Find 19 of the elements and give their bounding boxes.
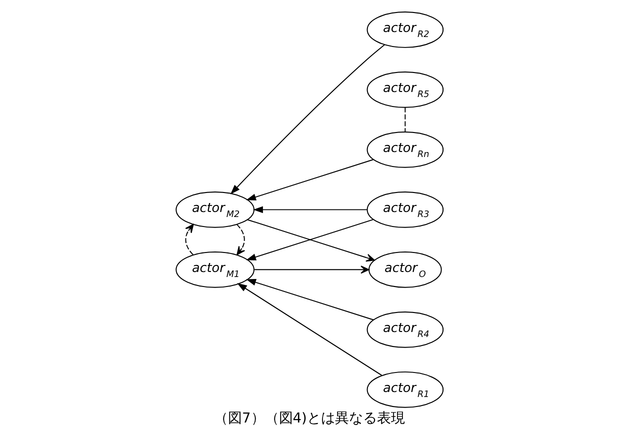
node-ellipse: actor$_{R5}$	[366, 72, 444, 108]
arrow	[230, 44, 385, 194]
caption: （図7）（図4)とは異なる表現	[214, 410, 404, 426]
node-ellipse: actor$_{O}$	[368, 251, 442, 288]
node-ellipse: actor$_{R3}$	[366, 192, 444, 228]
arrow	[236, 224, 245, 256]
arrow	[254, 266, 369, 274]
arrow	[246, 158, 374, 200]
arrow	[236, 283, 382, 376]
node-ellipse: actor$_{R1}$	[366, 371, 444, 408]
node-ellipse: actor$_{M2}$	[175, 192, 254, 228]
arrow	[246, 278, 374, 320]
connector	[404, 107, 406, 132]
node-ellipse: actor$_{Rn}$	[366, 132, 444, 168]
arrow	[184, 224, 194, 256]
node-ellipse: actor$_{R2}$	[366, 12, 444, 48]
node-ellipse: actor$_{M1}$	[175, 251, 254, 288]
arrow	[252, 206, 367, 214]
node-ellipse: actor$_{R4}$	[366, 311, 444, 348]
